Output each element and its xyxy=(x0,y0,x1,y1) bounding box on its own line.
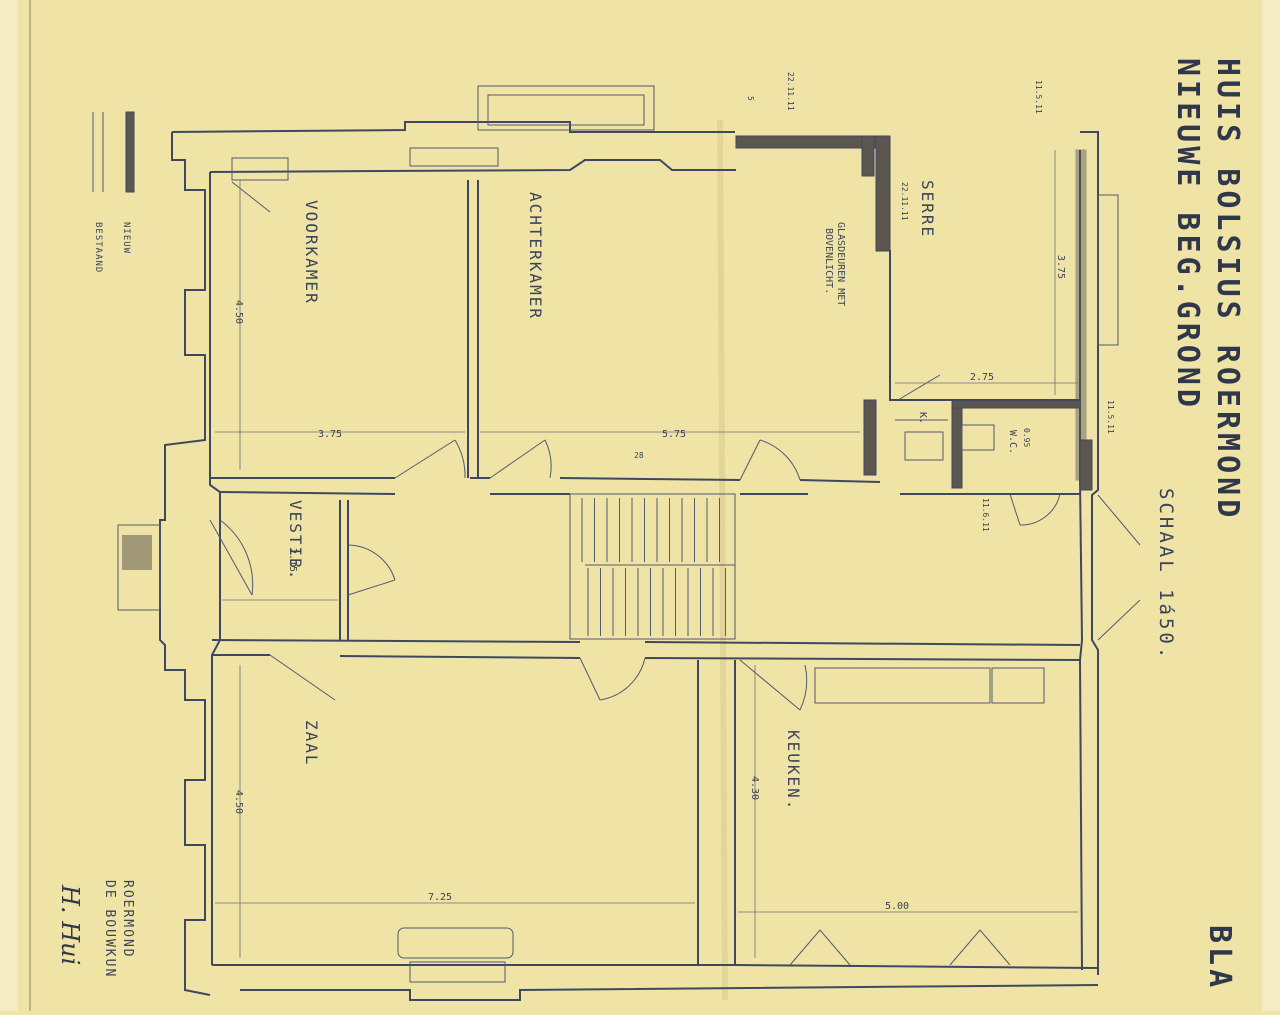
legend-existing-label: BESTAAND xyxy=(93,222,103,273)
dim-keuken-depth: 4.30 xyxy=(749,776,760,800)
interior-walls xyxy=(210,180,1081,965)
right-wall-inner xyxy=(1078,150,1084,971)
top-wall-inner xyxy=(209,159,736,173)
door-side xyxy=(1097,494,1141,641)
door-front xyxy=(209,519,254,596)
date-mark-4: 11.5.11 xyxy=(1106,400,1115,434)
dim-serre-depth: 3.75 xyxy=(1055,255,1066,279)
date-mark-6: 5 xyxy=(746,96,755,101)
bottom-wall-outer xyxy=(240,984,1099,1001)
door-voorkamer xyxy=(394,439,466,479)
paper-fold xyxy=(717,119,728,1001)
door-garden xyxy=(789,929,1011,966)
room-label-wc: W.C. xyxy=(1007,430,1018,454)
top-bay-inner xyxy=(487,94,645,126)
sink-k xyxy=(904,431,944,461)
date-mark-1: 22.11.11 xyxy=(786,72,795,111)
dim-vestibule-width: 2.15 xyxy=(287,548,298,572)
dim-zaal-depth: 4.50 xyxy=(233,790,244,814)
wc-bowl xyxy=(961,424,995,451)
door-swings xyxy=(209,181,1141,966)
date-mark-2: 11.5.11 xyxy=(1034,80,1043,114)
dim-wc-width: 0.95 xyxy=(1022,428,1031,447)
left-wall-inner xyxy=(209,172,221,965)
room-label-keuken: KEUKEN. xyxy=(784,730,803,811)
door-zaal-1 xyxy=(269,654,336,701)
door-keuken xyxy=(739,659,808,711)
room-label-vestibule: VESTIB. xyxy=(286,500,305,581)
new-wall-corner xyxy=(861,135,875,177)
right-wall-outer xyxy=(1080,131,1099,975)
dim-stair-steps: 28 xyxy=(634,451,644,460)
signature-line-1: ROERMOND xyxy=(120,880,135,959)
wall-rooms-hall-1 xyxy=(210,477,881,483)
room-label-k: K. xyxy=(917,412,928,424)
room-label-voorkamer: VOORKAMER xyxy=(302,200,321,305)
door-serre xyxy=(897,374,941,401)
legend-new-label: NIEUW xyxy=(121,222,131,254)
zaal-fireplace xyxy=(397,927,514,959)
new-wall-serre-east xyxy=(1075,149,1087,481)
door-voorkamer-corner xyxy=(231,181,271,213)
fireplace-top xyxy=(409,147,499,167)
wall-rooms-hall-2 xyxy=(219,491,1080,495)
dim-keuken-width: 5.00 xyxy=(885,901,909,912)
note-glassdoors-1: GLASDEUREN MET xyxy=(835,222,846,306)
wall-hall-zaal-1 xyxy=(211,639,1081,646)
door-achterkamer-2 xyxy=(739,439,801,481)
zaal-window-box xyxy=(409,961,506,983)
wall-hall-zaal-2 xyxy=(212,654,1081,661)
top-bay xyxy=(477,85,655,131)
date-mark-5: 11.6.11 xyxy=(981,498,990,532)
fixtures xyxy=(231,147,1045,983)
porch-hatch xyxy=(122,535,152,570)
title-line-2: NIEUWE BEG.GROND xyxy=(1170,58,1205,411)
signature-name: H. Hui xyxy=(56,884,84,965)
wall-serre-south xyxy=(889,250,1080,401)
kitchen-sink xyxy=(991,667,1045,704)
door-achterkamer xyxy=(489,439,552,479)
stair-outline xyxy=(569,493,736,640)
serre-side-bay xyxy=(1097,194,1119,346)
paper-margin-right xyxy=(1262,0,1280,1011)
room-label-serre: SERRE xyxy=(918,180,937,238)
room-label-achterkamer: ACHTERKAMER xyxy=(526,192,545,320)
scale-label: SCHAAL 1á50. xyxy=(1155,488,1177,661)
cupboard-voorkamer xyxy=(231,157,289,181)
legend: NIEUW BESTAAND xyxy=(92,111,135,273)
title-line-1: HUIS BOLSIUS ROERMOND xyxy=(1210,58,1245,521)
dim-achterkamer-width: 5.75 xyxy=(662,429,686,440)
dim-voorkamer-width: 3.75 xyxy=(318,429,342,440)
new-wall-wc xyxy=(951,399,963,489)
new-wall-serre-west xyxy=(875,135,891,252)
legend-new-swatch xyxy=(125,111,135,193)
dim-voorkamer-depth: 4.50 xyxy=(233,300,244,324)
new-wall-wc-top xyxy=(951,399,1081,409)
staircase xyxy=(569,493,736,640)
date-mark-3: 22.11.11 xyxy=(900,182,909,221)
signature-line-2: DE BOUWKUN xyxy=(102,880,117,978)
new-wall-south-1 xyxy=(863,399,877,476)
dim-zaal-width: 7.25 xyxy=(428,892,452,903)
new-wall-east-low xyxy=(1079,439,1093,491)
left-wall-outer xyxy=(159,132,211,996)
room-label-zaal: ZAAL xyxy=(302,720,321,767)
dim-serre-width: 2.75 xyxy=(970,372,994,383)
door-vestibule xyxy=(347,544,396,596)
note-glassdoors-2: BOVENLICHT. xyxy=(823,228,834,294)
dimension-lines xyxy=(215,150,1078,958)
kitchen-counter xyxy=(814,667,991,704)
porch xyxy=(117,524,161,611)
new-walls xyxy=(735,135,1093,491)
door-wc xyxy=(1009,493,1061,526)
sheet-label: BLA xyxy=(1202,925,1237,991)
paper-margin-left xyxy=(0,0,18,1011)
door-zaal-2 xyxy=(579,657,646,701)
